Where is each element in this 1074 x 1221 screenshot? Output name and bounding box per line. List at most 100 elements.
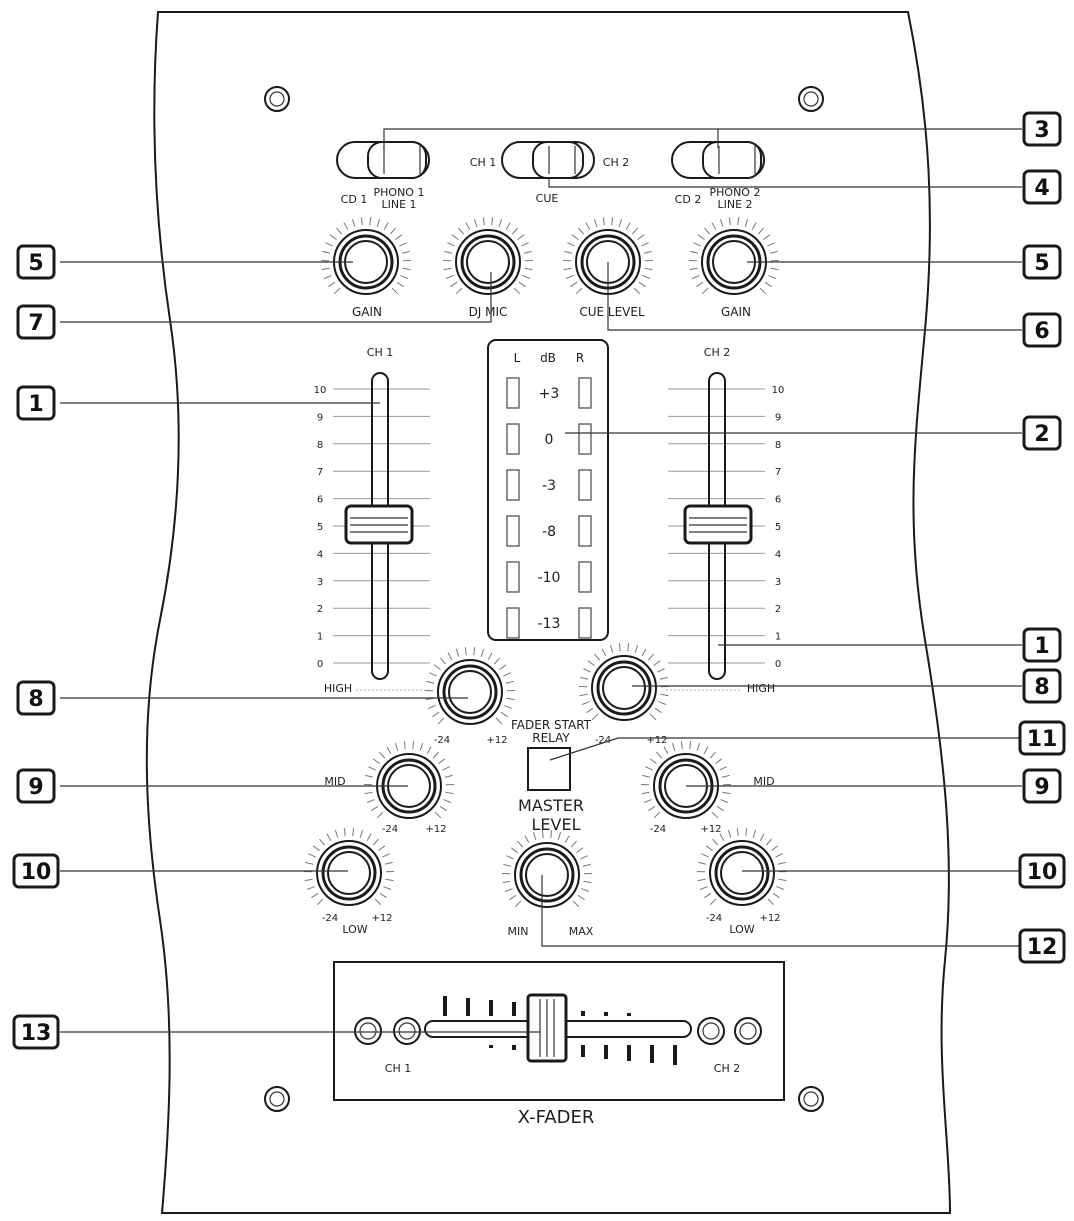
- callout-number: 13: [21, 1021, 52, 1046]
- meter-rows: +30-3-8-10-13: [506, 377, 592, 639]
- meter-led-right: [578, 607, 592, 639]
- switch-label-phono1: PHONO 1: [374, 186, 425, 199]
- xfader-bar-bottom: [604, 1045, 608, 1059]
- fader-scale-label-ch1: 3: [317, 577, 323, 588]
- meter-level-label: -10: [538, 570, 561, 586]
- callout-number: 12: [1027, 935, 1058, 960]
- xfader-bar-bottom: [673, 1045, 677, 1065]
- eq-label-low-ch1: LOW: [342, 923, 367, 936]
- fader-scale-label-ch1: 10: [314, 385, 327, 396]
- cue-label-ch1: CH 1: [470, 156, 496, 169]
- cue-switch[interactable]: [501, 141, 595, 179]
- meter-led-left: [506, 423, 520, 455]
- channel-label-ch1: CH 1: [367, 346, 393, 359]
- callout-box: [16, 304, 56, 340]
- meter-led-left: [506, 469, 520, 501]
- input-switch-ch1[interactable]: [336, 141, 430, 179]
- meter-level-label: +3: [539, 386, 560, 402]
- screw-icon: [264, 86, 290, 112]
- xfader-bar-top: [443, 996, 447, 1016]
- fader-knob-ch2[interactable]: [683, 504, 753, 545]
- eq-label-low-ch2: LOW: [729, 923, 754, 936]
- xfader-knob[interactable]: [526, 993, 568, 1063]
- fader-scale-label-ch2: 9: [775, 412, 781, 423]
- high-knob-ch1[interactable]: [425, 647, 515, 725]
- leader-line-7: [60, 272, 492, 323]
- input-switch-ch2[interactable]: [671, 141, 765, 179]
- low-max-ch2: +12: [759, 913, 780, 924]
- mid-min-ch1: -24: [382, 824, 398, 835]
- fader-knob-ch1[interactable]: [344, 504, 414, 545]
- callout-box: [1018, 720, 1066, 756]
- knob-label-dj-mic: DJ MIC: [469, 305, 508, 319]
- knob-label-gain-2: GAIN: [721, 305, 751, 319]
- callout-box: [16, 244, 56, 280]
- low-knob-ch2[interactable]: [697, 828, 787, 906]
- switch-label-line2: LINE 2: [717, 198, 752, 211]
- callout-number: 5: [28, 251, 43, 276]
- meter-level-label: 0: [545, 432, 554, 448]
- fader-scale-label-ch2: 10: [772, 385, 785, 396]
- callout-number: 1: [1034, 634, 1049, 659]
- panel-outline: [145, 11, 952, 1214]
- callout-box: [1018, 853, 1066, 889]
- meter-level-label: -13: [538, 616, 561, 632]
- xfader-title: X-FADER: [518, 1107, 595, 1128]
- callout-box: [1022, 627, 1062, 663]
- fader-scale-label-ch2: 4: [775, 549, 781, 560]
- dj-mic-knob[interactable]: [443, 217, 533, 295]
- level-meter: [487, 339, 609, 641]
- fader-scale-label-ch2: 7: [775, 467, 781, 478]
- xfader-bar-top: [581, 1011, 585, 1016]
- fader-scale-label-ch1: 5: [317, 522, 323, 533]
- xfader-bar-top: [489, 1000, 493, 1016]
- mid-max-ch1: +12: [425, 824, 446, 835]
- switch-label-cd1: CD 1: [341, 193, 368, 206]
- meter-header-db: dB: [540, 351, 556, 365]
- switch-label-phono2: PHONO 2: [710, 186, 761, 199]
- callout-number: 10: [21, 860, 52, 885]
- xfader-panel: [333, 961, 785, 1101]
- meter-led-left: [506, 377, 520, 409]
- callout-number: 11: [1027, 727, 1058, 752]
- xfader-bar-top: [466, 998, 470, 1016]
- master-min-label: MIN: [508, 925, 529, 938]
- meter-header-r: R: [576, 351, 584, 365]
- callout-number: 7: [28, 311, 43, 336]
- callout-box: [12, 853, 60, 889]
- eq-label-mid-ch1: MID: [324, 775, 345, 788]
- callout-box: [16, 768, 56, 804]
- callout-number: 5: [1034, 251, 1049, 276]
- gain-knob-ch1[interactable]: [321, 217, 411, 295]
- callout-box: [16, 680, 56, 716]
- callout-number: 4: [1034, 176, 1049, 201]
- mid-knob-ch1[interactable]: [364, 741, 454, 819]
- high-max-ch2: +12: [646, 735, 667, 746]
- leader-line-4: [548, 178, 1022, 188]
- callout-number: 8: [1034, 675, 1049, 700]
- high-knob-ch2[interactable]: [579, 643, 669, 721]
- jack-icon: [697, 1017, 725, 1045]
- fader-scale-label-ch1: 8: [317, 440, 323, 451]
- mid-knob-ch2[interactable]: [641, 741, 731, 819]
- callout-box: [1022, 768, 1062, 804]
- screw-icon: [264, 1086, 290, 1112]
- low-knob-ch1[interactable]: [304, 828, 394, 906]
- callout-number: 9: [1034, 775, 1049, 800]
- callout-box: [1022, 668, 1062, 704]
- high-max-ch1: +12: [486, 735, 507, 746]
- cue-label: CUE: [536, 192, 559, 205]
- knob-label-cue-level: CUE LEVEL: [579, 305, 645, 319]
- master-level-knob[interactable]: [502, 830, 592, 908]
- gain-knob-ch2[interactable]: [689, 217, 779, 295]
- relay-button[interactable]: [527, 747, 571, 791]
- callout-number: 2: [1034, 422, 1049, 447]
- fader-scale-label-ch1: 1: [317, 632, 323, 643]
- fader-scale-label-ch1: 4: [317, 549, 323, 560]
- high-min-ch1: -24: [434, 735, 450, 746]
- master-label-1: MASTER: [518, 796, 584, 815]
- jack-icon: [354, 1017, 382, 1045]
